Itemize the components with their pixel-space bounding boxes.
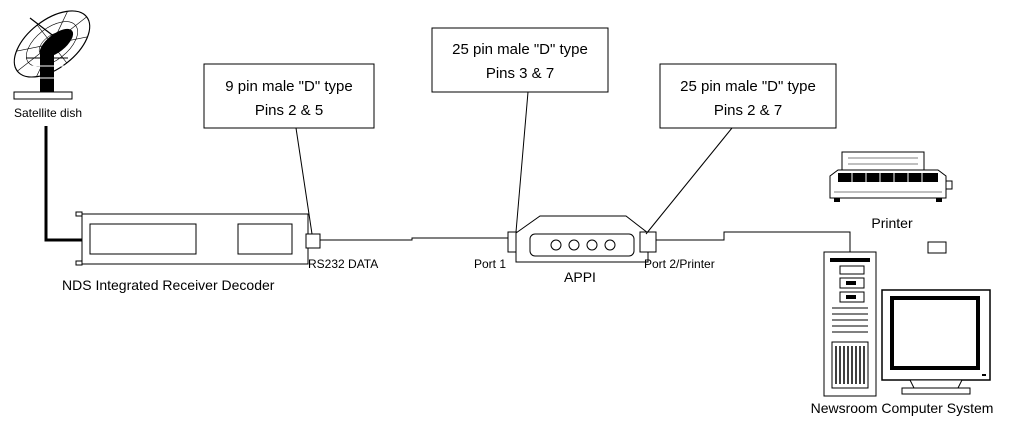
- callout-3-leader: [645, 127, 733, 235]
- callout-box-3: 25 pin male "D" type Pins 2 & 7: [659, 63, 837, 129]
- callout-2-leader: [515, 91, 529, 233]
- satellite-dish-label: Satellite dish: [14, 106, 82, 120]
- dish-cable: [44, 126, 82, 242]
- rs232-label: RS232 DATA: [308, 257, 378, 271]
- callout-box-1: 9 pin male "D" type Pins 2 & 5: [203, 63, 375, 129]
- callout-box-2: 25 pin male "D" type Pins 3 & 7: [431, 27, 609, 93]
- callout-3-line1: 25 pin male "D" type: [680, 78, 816, 95]
- computer-label: Newsroom Computer System: [811, 400, 994, 416]
- callout-2-line1: 25 pin male "D" type: [452, 41, 588, 58]
- receiver-icon: [75, 211, 321, 266]
- satellite-dish-icon: [13, 10, 91, 100]
- port1-label: Port 1: [474, 257, 506, 271]
- callout-1-leader: [295, 127, 313, 235]
- appi-computer-cable: [656, 231, 851, 252]
- computer-icon: [823, 251, 991, 397]
- callout-1-line2: Pins 2 & 5: [255, 102, 323, 119]
- small-device-icon: [927, 241, 947, 254]
- port2-label: Port 2/Printer: [644, 257, 715, 271]
- appi-label: APPI: [564, 269, 596, 285]
- receiver-label: NDS Integrated Receiver Decoder: [62, 277, 275, 293]
- receiver-appi-cable: [320, 237, 508, 241]
- printer-icon: [829, 151, 953, 202]
- printer-label: Printer: [871, 215, 913, 231]
- callout-2-line2: Pins 3 & 7: [486, 65, 554, 82]
- callout-1-line1: 9 pin male "D" type: [225, 78, 352, 95]
- appi-icon: [507, 215, 657, 263]
- callout-3-line2: Pins 2 & 7: [714, 102, 782, 119]
